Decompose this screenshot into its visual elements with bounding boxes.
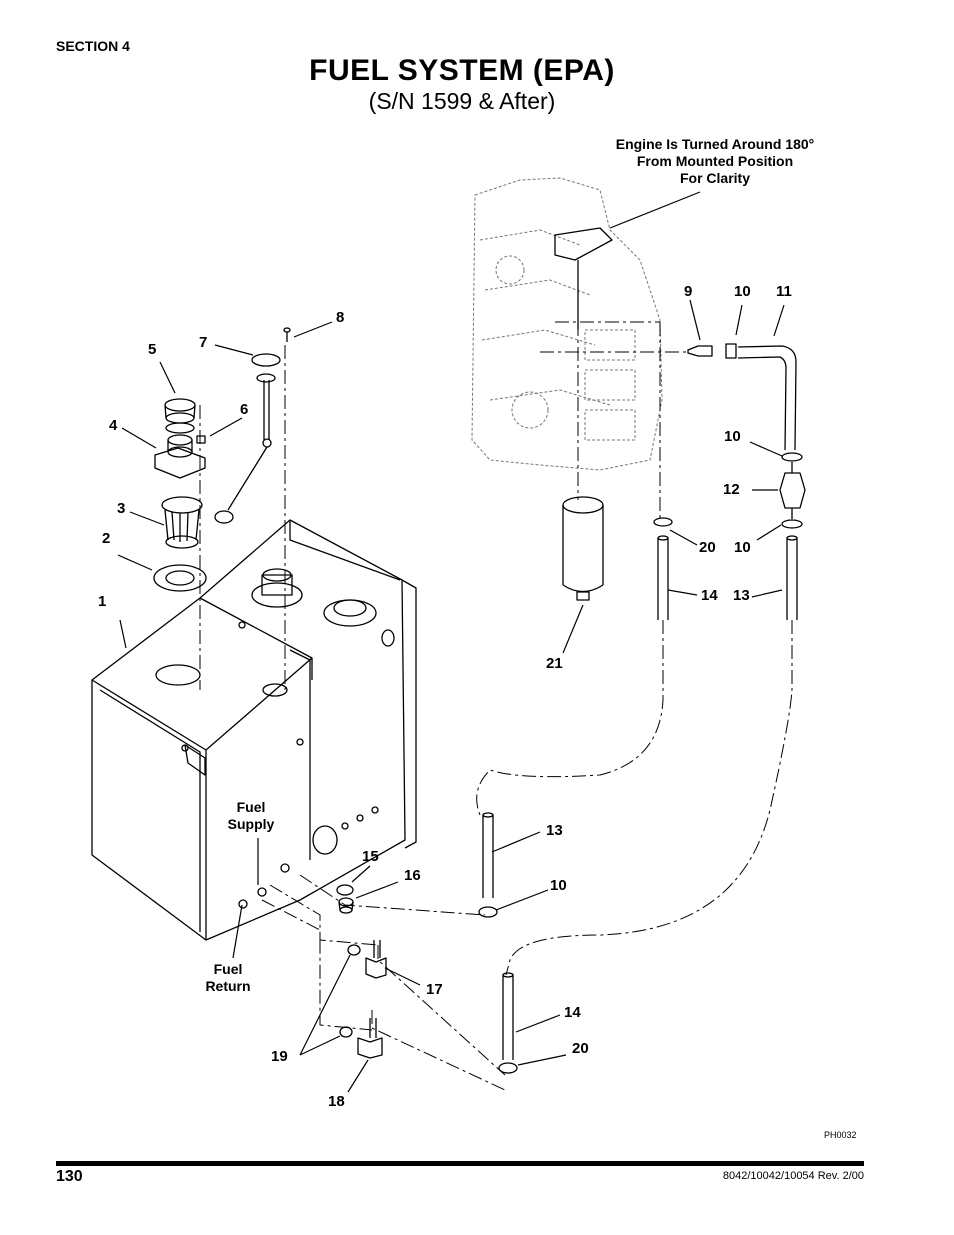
callout-7: 7 xyxy=(199,334,208,351)
part-10-clamp-a xyxy=(781,452,803,462)
part-9-fitting xyxy=(687,345,713,357)
callout-3: 3 xyxy=(117,500,126,517)
page-number: 130 xyxy=(56,1168,83,1185)
engine-note: Engine Is Turned Around 180° From Mounte… xyxy=(590,136,840,187)
fuel-tank xyxy=(91,519,417,941)
assembly-centerlines xyxy=(199,321,793,1091)
page-subtitle: (S/N 1599 & After) xyxy=(368,88,556,114)
part-18-elbow xyxy=(357,1018,383,1059)
callout-12: 12 xyxy=(723,481,740,498)
callout-19: 19 xyxy=(271,1048,288,1065)
part-14-hose-upper xyxy=(657,535,669,620)
part-3-strainer xyxy=(161,496,203,549)
part-8-screw xyxy=(283,327,291,342)
callout-8: 8 xyxy=(336,309,345,326)
part-20-clamp-a xyxy=(653,517,673,527)
part-20-clamp-b xyxy=(498,1062,518,1074)
callout-10-mid: 10 xyxy=(724,428,741,445)
part-16-plug xyxy=(338,897,354,914)
leader-lines xyxy=(117,191,785,1093)
callout-18: 18 xyxy=(328,1093,345,1110)
part-10-clamp-upper xyxy=(725,343,737,359)
part-19-o-ring-a xyxy=(347,944,361,956)
engine-bracket xyxy=(554,227,613,330)
part-21-fuel-filter xyxy=(562,496,604,601)
callout-5: 5 xyxy=(148,341,157,358)
part-19-o-ring-b xyxy=(339,1026,353,1038)
callout-10-lower: 10 xyxy=(550,877,567,894)
part-13-hose-upper xyxy=(786,535,798,620)
callout-14-lower: 14 xyxy=(564,1004,581,1021)
part-7-sender xyxy=(214,353,281,524)
callout-13-lower: 13 xyxy=(546,822,563,839)
fuel-supply-label-line1: Fuel xyxy=(236,799,266,815)
callout-15: 15 xyxy=(362,848,379,865)
callout-2: 2 xyxy=(102,530,111,547)
part-13-hose-lower xyxy=(482,812,494,898)
callout-10-upper: 10 xyxy=(734,283,751,300)
figure-code: PH0032 xyxy=(824,1130,857,1140)
part-11-hose xyxy=(737,345,797,451)
callout-16: 16 xyxy=(404,867,421,884)
callout-6: 6 xyxy=(240,401,249,418)
engine-note-line2: From Mounted Position xyxy=(636,153,794,169)
callout-20-lower: 20 xyxy=(572,1040,589,1057)
part-5-cap xyxy=(164,398,196,434)
callout-4: 4 xyxy=(109,417,118,434)
callout-10-right: 10 xyxy=(734,539,751,556)
callout-20-upper: 20 xyxy=(699,539,716,556)
page-title: FUEL SYSTEM (EPA) xyxy=(309,54,615,87)
part-6-nut xyxy=(196,435,206,444)
callout-13-upper: 13 xyxy=(733,587,750,604)
callout-1: 1 xyxy=(98,593,107,610)
fuel-return-label: Fuel Return xyxy=(198,961,258,995)
fuel-supply-label-line2: Supply xyxy=(227,816,275,832)
part-14-hose-lower xyxy=(502,972,514,1060)
part-17-elbow xyxy=(365,940,387,979)
part-4-adapter xyxy=(154,434,206,479)
doc-reference: 8042/10042/10054 Rev. 2/00 xyxy=(722,1170,864,1182)
callout-11: 11 xyxy=(776,283,792,300)
engine-note-line1: Engine Is Turned Around 180° xyxy=(615,136,815,152)
callout-17: 17 xyxy=(426,981,443,998)
part-2-gasket xyxy=(153,564,207,592)
callout-9: 9 xyxy=(684,283,693,300)
part-10-clamp-c xyxy=(478,906,498,918)
part-10-clamp-b xyxy=(781,519,803,529)
fuel-supply-label: Fuel Supply xyxy=(222,799,280,833)
callout-14-upper: 14 xyxy=(701,587,718,604)
callout-21: 21 xyxy=(546,655,563,672)
footer-rule xyxy=(56,1161,864,1166)
part-12-inline-filter xyxy=(779,462,806,519)
section-label: SECTION 4 xyxy=(56,38,130,54)
part-15-o-ring xyxy=(336,884,354,896)
engine-sketch xyxy=(471,177,663,471)
fuel-return-label-line2: Return xyxy=(205,978,251,994)
fuel-return-label-line1: Fuel xyxy=(213,961,243,977)
engine-note-line3: For Clarity xyxy=(679,170,750,186)
